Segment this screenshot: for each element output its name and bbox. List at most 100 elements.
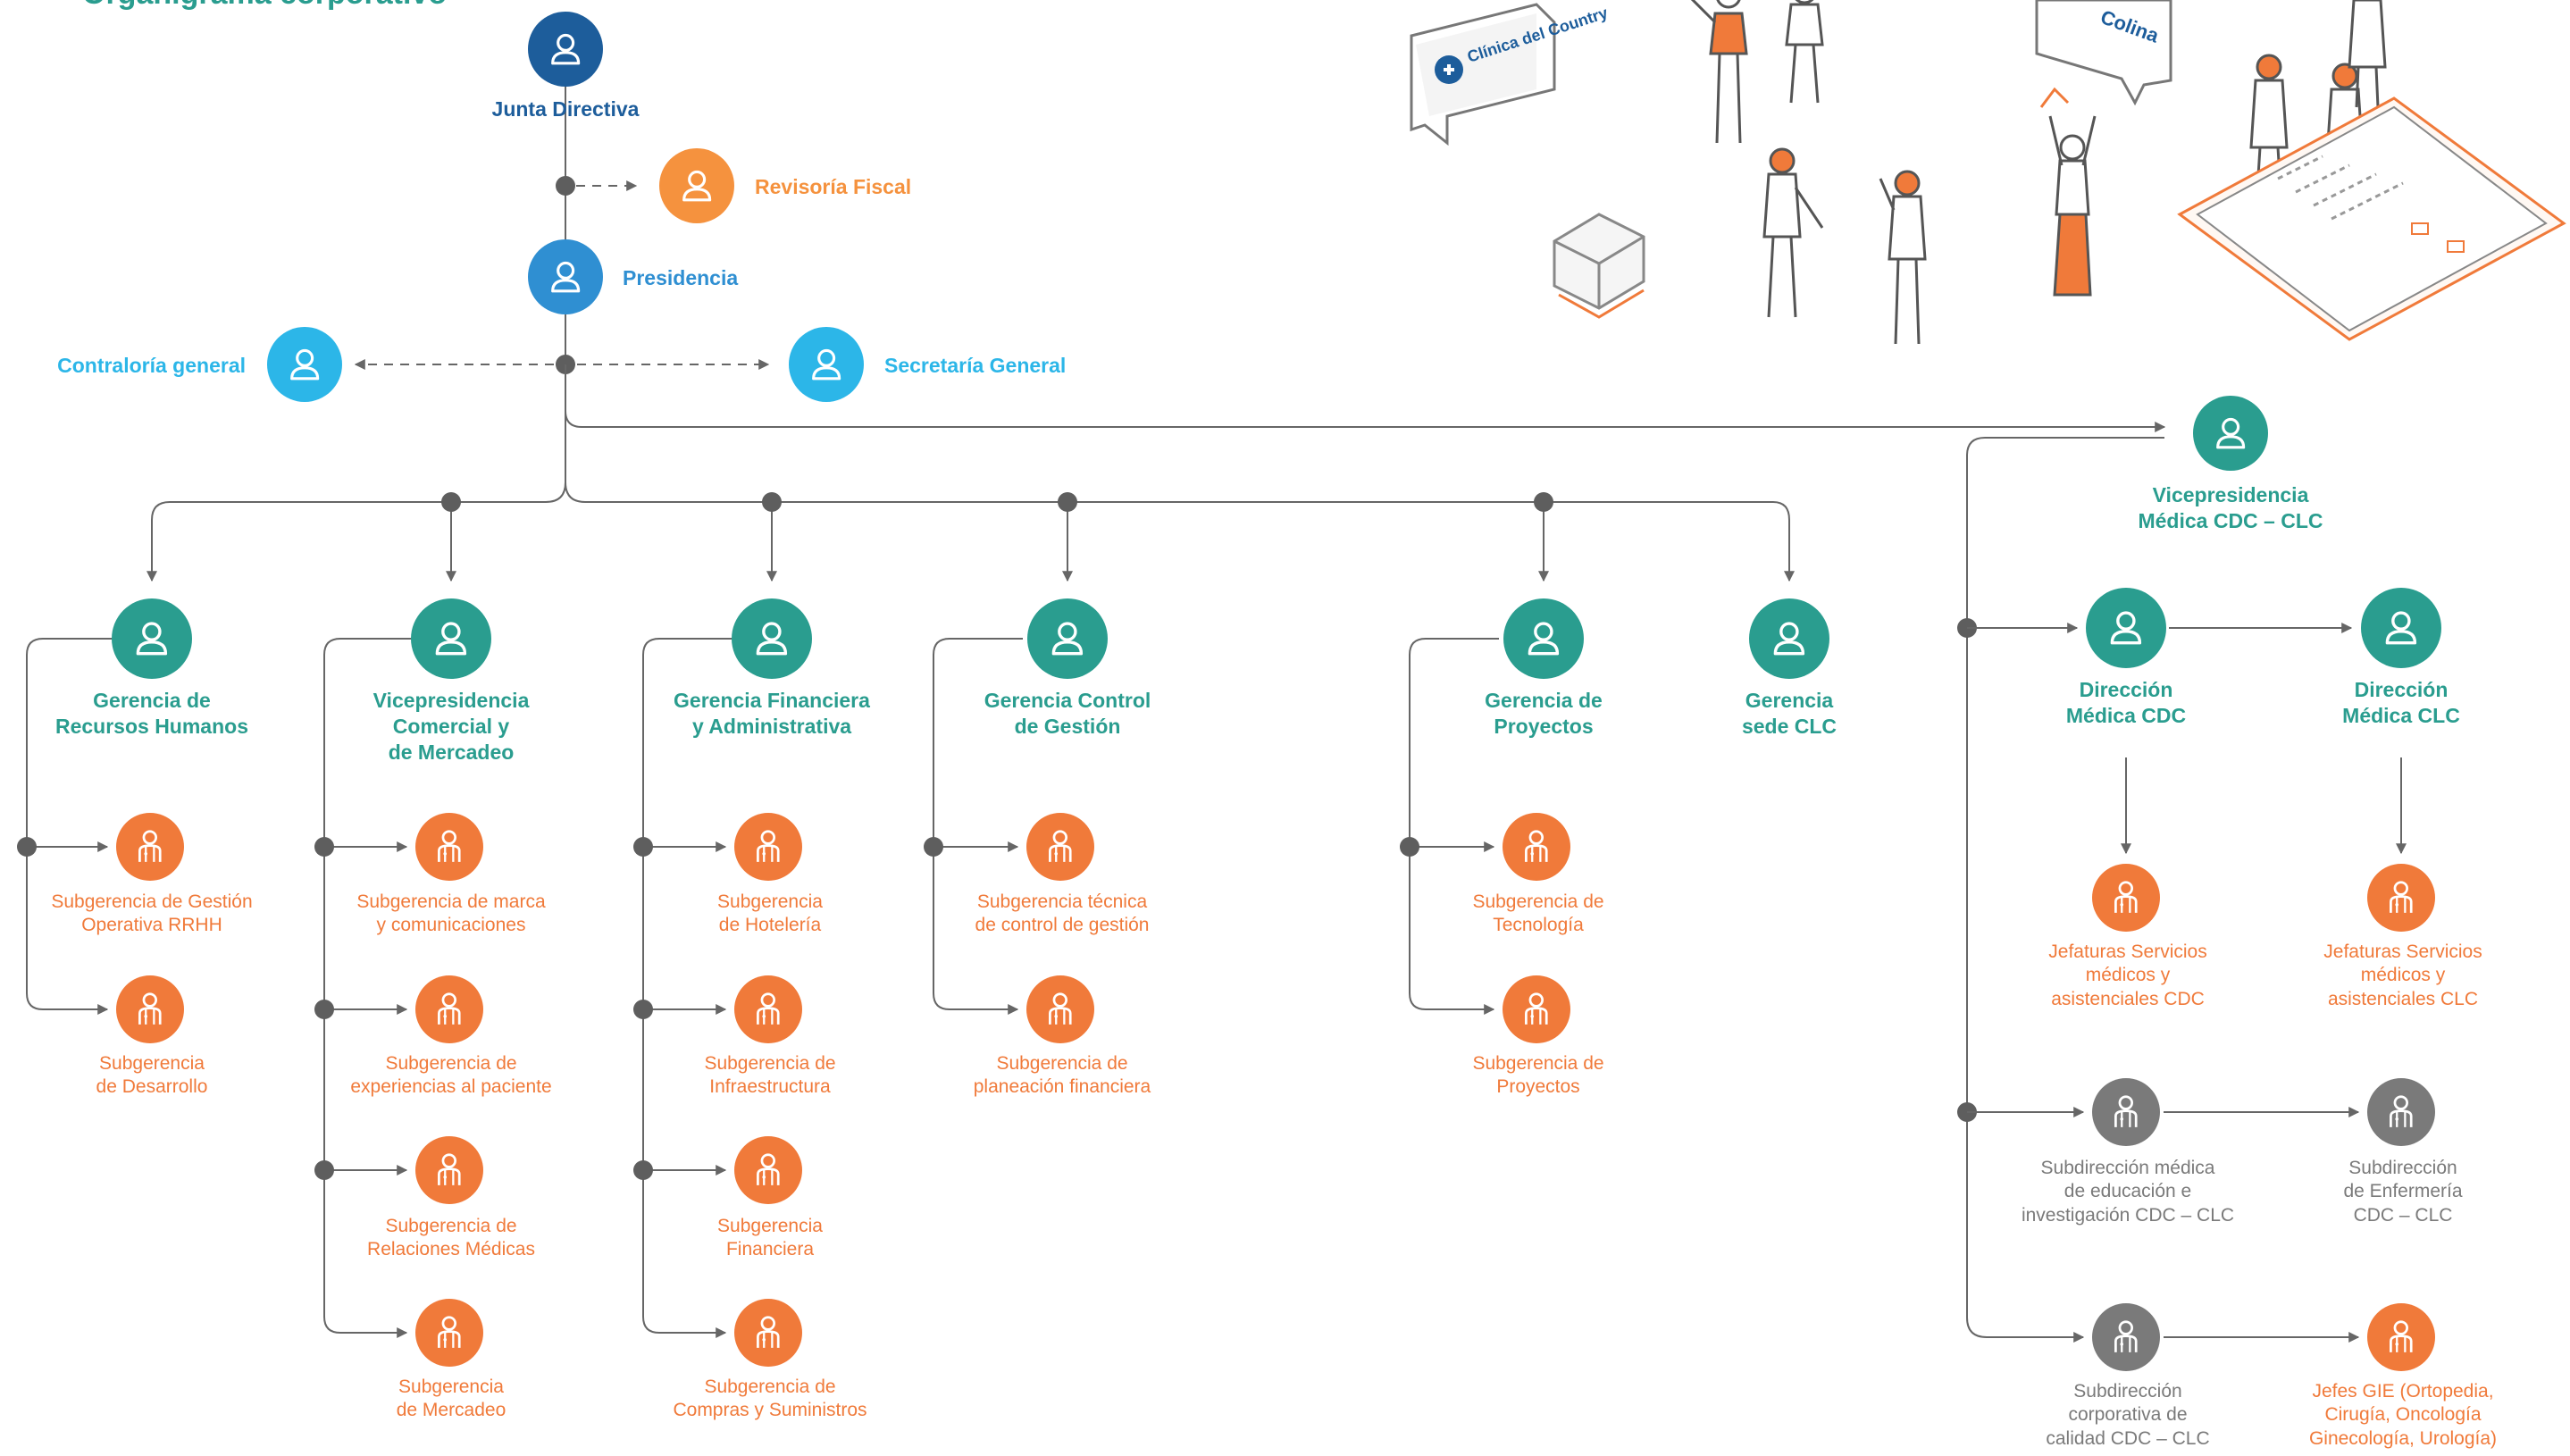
medica-bracket: [1966, 437, 2164, 1343]
staff-person-icon: [2390, 1095, 2413, 1128]
junction-dot: [556, 176, 575, 196]
person-outline-icon: [811, 348, 841, 381]
staff-person-icon: [1525, 830, 1548, 863]
junction-dot: [314, 837, 334, 857]
person-outline-icon: [1773, 622, 1805, 656]
node-label-sg-planeacion: Subgerencia de planeación financiera: [973, 1053, 1151, 1098]
node-label-contraloria: Contraloría general: [57, 354, 246, 377]
node-icon-vp-medica: [2193, 396, 2268, 471]
node-label-g-proyectos: Gerencia de Proyectos: [1485, 689, 1603, 738]
node-label-sg-gestion-rrhh: Subgerencia de Gestión Operativa RRHH: [51, 891, 253, 936]
node-label-sg-experiencias: Subgerencia de experiencias al paciente: [350, 1053, 552, 1098]
person-outline-icon: [136, 622, 168, 656]
hospital-staff-illustration: Clínica del Country Colina: [1410, 0, 2566, 345]
node-label-sg-marca: Subgerencia de marca y comunicaciones: [356, 891, 546, 936]
rrhh-bracket: [26, 638, 116, 1015]
node-icon-g-sede: [1749, 598, 1829, 679]
node-icon-g-proyectos: [1503, 598, 1584, 679]
staff-person-icon: [2114, 1320, 2138, 1353]
staff-person-icon: [1049, 830, 1072, 863]
person-outline-icon: [550, 261, 581, 293]
staff-person-icon: [757, 1153, 780, 1186]
node-label-sg-proyectos: Subgerencia de Proyectos: [1472, 1053, 1604, 1098]
node-label-sub-enfermeria: Subdirección de Enfermería CDC – CLC: [2343, 1158, 2463, 1226]
staff-person-icon: [438, 1153, 461, 1186]
node-icon-sub-educacion: [2092, 1078, 2160, 1146]
node-label-g-rrhh: Gerencia de Recursos Humanos: [54, 689, 248, 738]
printer-icon: [1553, 213, 1645, 319]
node-icon-vp-comercial: [411, 598, 491, 679]
node-icon-sg-tecnologia: [1503, 813, 1570, 881]
speech-bubble-right: Colina: [2035, 0, 2172, 106]
junction-dot: [762, 492, 782, 512]
junction-dot: [1400, 837, 1419, 857]
node-icon-dir-clc: [2361, 588, 2441, 668]
person-outline-icon: [2215, 417, 2246, 449]
node-icon-sg-desarrollo: [116, 975, 184, 1043]
node-icon-g-rrhh: [112, 598, 192, 679]
node-icon-contraloria: [267, 327, 342, 402]
node-icon-sg-gestion-rrhh: [116, 813, 184, 881]
node-label-jef-clc: Jefaturas Servicios médicos y asistencia…: [2323, 941, 2482, 1009]
person-outline-icon: [756, 622, 788, 656]
proyectos-bracket: [1409, 638, 1499, 1015]
person-outline-icon: [1528, 622, 1560, 656]
junction-dot: [924, 837, 943, 857]
node-icon-g-control: [1027, 598, 1108, 679]
tablet-platform-icon: [2177, 96, 2566, 341]
junction-dot: [314, 1000, 334, 1019]
staff-person-icon: [438, 830, 461, 863]
node-icon-junta: [528, 12, 603, 87]
junction-dot: [1534, 492, 1553, 512]
junction-dot: [17, 837, 37, 857]
node-label-sg-mercadeo: Subgerencia de Mercadeo: [396, 1377, 506, 1421]
comercial-bracket: [323, 638, 414, 1338]
node-icon-sg-hoteleria: [734, 813, 802, 881]
node-icon-sg-planeacion: [1026, 975, 1094, 1043]
staff-person-icon: [2114, 1095, 2138, 1128]
staff-person-icon: [1049, 992, 1072, 1025]
node-icon-sg-relaciones: [415, 1136, 483, 1204]
node-label-sub-educacion: Subdirección médica de educación e inves…: [2021, 1158, 2235, 1226]
node-icon-sg-mercadeo: [415, 1299, 483, 1367]
junction-dot: [314, 1160, 334, 1180]
node-label-vp-medica: Vicepresidencia Médica CDC – CLC: [2138, 483, 2323, 532]
node-label-g-sede: Gerencia sede CLC: [1741, 689, 1838, 738]
staff-person-icon: [1525, 992, 1548, 1025]
person-outline-icon: [289, 348, 320, 381]
junction-dot: [633, 1000, 653, 1019]
connector-vp-medica: [565, 364, 2166, 432]
node-label-sg-desarrollo: Subgerencia de Desarrollo: [96, 1053, 208, 1098]
node-label-sg-infra: Subgerencia de Infraestructura: [704, 1053, 836, 1098]
node-icon-jef-cdc: [2092, 864, 2160, 932]
staff-person-icon: [438, 992, 461, 1025]
node-label-jefes-gie: Jefes GIE (Ortopedia, Cirugía, Oncología…: [2308, 1381, 2498, 1449]
person-outline-icon: [550, 33, 581, 65]
person-outline-icon: [2385, 611, 2417, 645]
node-icon-jef-clc: [2367, 864, 2435, 932]
node-icon-sg-proyectos: [1503, 975, 1570, 1043]
staff-person-icon: [2390, 881, 2413, 914]
junction-dot: [633, 837, 653, 857]
branch-bus-right: [565, 481, 1795, 582]
junction-dot: [633, 1160, 653, 1180]
node-label-jef-cdc: Jefaturas Servicios médicos y asistencia…: [2048, 941, 2207, 1009]
node-icon-sg-financiera: [734, 1136, 802, 1204]
staff-person-icon: [438, 1316, 461, 1349]
staff-person-icon: [138, 830, 162, 863]
staff-person-icon: [757, 1316, 780, 1349]
staff-person-icon: [138, 992, 162, 1025]
node-label-revisoria: Revisoría Fiscal: [755, 175, 912, 198]
node-icon-g-financiera: [732, 598, 812, 679]
staff-person-icon: [2390, 1320, 2413, 1353]
node-label-sg-hoteleria: Subgerencia de Hotelería: [717, 891, 823, 936]
node-label-sg-relaciones: Subgerencia de Relaciones Médicas: [367, 1216, 535, 1260]
person-outline-icon: [435, 622, 467, 656]
node-label-sg-compras: Subgerencia de Compras y Suministros: [673, 1377, 867, 1421]
node-label-sg-tecnologia: Subgerencia de Tecnología: [1472, 891, 1604, 936]
node-label-secretaria: Secretaría General: [884, 354, 1067, 377]
node-label-presidencia: Presidencia: [623, 266, 739, 289]
node-icon-sg-marca: [415, 813, 483, 881]
node-icon-sub-enfermeria: [2367, 1078, 2435, 1146]
node-label-g-control: Gerencia Control de Gestión: [984, 689, 1151, 738]
